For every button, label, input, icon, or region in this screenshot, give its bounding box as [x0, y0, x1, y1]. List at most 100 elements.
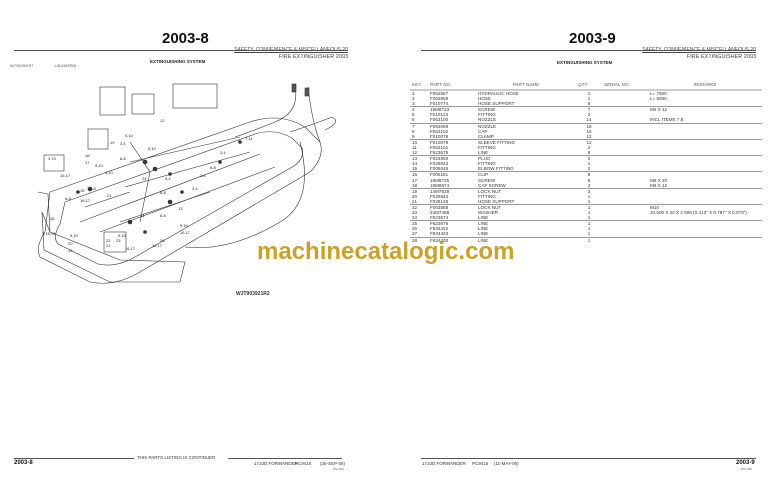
cell-remarks — [648, 166, 762, 173]
cell-qty: 2 — [587, 156, 591, 162]
svg-text:20: 20 — [68, 241, 73, 246]
cell-qty: 1 — [576, 198, 602, 205]
svg-text:16,17: 16,17 — [80, 198, 91, 203]
svg-text:9,10: 9,10 — [95, 163, 104, 168]
cell-part-no: F623676 — [430, 221, 449, 227]
cell-key: 2 — [412, 96, 415, 102]
cell-part-no: F063099 — [430, 123, 449, 129]
cell-qty: 12 — [586, 139, 592, 145]
cell-key: 16 — [412, 172, 418, 178]
cell-qty: 7 — [587, 107, 591, 113]
cell-serial-no — [602, 215, 648, 222]
svg-text:12: 12 — [160, 118, 165, 123]
cell-remarks: INCL ITEMS 7,8 — [648, 117, 762, 124]
cell-serial-no — [602, 166, 648, 173]
cell-qty: 6 — [576, 150, 602, 157]
cell-part-name: LINE — [478, 237, 489, 243]
cell-qty: 1 — [587, 161, 591, 167]
cell-part-name: LINE — [476, 150, 576, 157]
header-part-name: PART NAME — [476, 82, 576, 91]
cell-part-name: WASHER — [478, 210, 498, 216]
cell-part-no: F026843 — [430, 161, 449, 167]
cell-key: 19 — [412, 188, 418, 194]
cell-qty: 1 — [587, 210, 591, 216]
svg-text:6-8: 6-8 — [210, 165, 217, 170]
svg-text:9,10: 9,10 — [118, 233, 127, 238]
cell-remarks: L= 7500 — [650, 91, 667, 96]
table-header-row: KEY PART NO. PART NAME QTY. SERIAL NO. R… — [410, 82, 762, 91]
svg-text:13: 13 — [178, 206, 183, 211]
cell-remarks: M10 — [650, 204, 659, 210]
cell-part-no: F026126 — [428, 198, 476, 205]
footer-page-number: 2003-9 — [736, 460, 755, 466]
cell-key: 9 — [410, 133, 428, 140]
cell-key: 24 — [410, 215, 428, 222]
cell-qty: 12 — [576, 133, 602, 140]
cell-part-no: F024659 — [430, 156, 449, 162]
cell-key: 5 — [412, 112, 415, 118]
cell-qty: 2 — [587, 144, 591, 150]
cell-serial-no — [602, 150, 648, 157]
svg-text:6-8: 6-8 — [120, 156, 127, 161]
cell-qty: 1 — [587, 221, 591, 227]
svg-text:24: 24 — [142, 176, 147, 181]
svg-text:13: 13 — [68, 248, 73, 253]
svg-text:9,10: 9,10 — [70, 233, 79, 238]
svg-text:9,10: 9,10 — [180, 223, 189, 228]
cell-key: 22 — [412, 204, 418, 210]
cell-remarks — [648, 215, 762, 222]
svg-text:21: 21 — [106, 243, 111, 248]
cell-qty: 1 — [587, 237, 591, 243]
cell-part-name: HOSE SUPPORT — [476, 198, 576, 205]
figure-date-small: -UN-03APR06 — [54, 64, 77, 68]
cell-qty: 1 — [587, 226, 591, 232]
svg-text:22: 22 — [106, 238, 111, 243]
cell-qty: 1 — [576, 215, 602, 222]
cell-part-name: LINE — [478, 226, 489, 232]
cell-part-no: F063102 — [430, 128, 449, 134]
cell-part-name: FITTING — [478, 112, 496, 118]
cell-key: 4 — [412, 107, 415, 113]
cell-part-name: LINE — [476, 215, 576, 222]
right-page: 2003-9 SAFETY, CONVENIENCE & MISCELLANEO… — [384, 0, 768, 497]
left-page: 2003-8 SAFETY, CONVENIENCE & MISCELLANEO… — [10, 30, 348, 471]
subsection-title: FIRE EXTINGUISHER 2003 — [686, 54, 756, 60]
cell-key: 15 — [410, 166, 428, 173]
svg-text:15: 15 — [80, 188, 85, 193]
cell-part-name: SCREW — [478, 177, 496, 183]
header-key: KEY — [410, 82, 428, 91]
svg-text:3,18,19: 3,18,19 — [42, 231, 56, 236]
svg-text:21: 21 — [107, 193, 112, 198]
svg-text:3,4: 3,4 — [200, 173, 206, 178]
footer-catalog: PC9416 — [295, 461, 312, 466]
svg-text:3 19: 3 19 — [48, 156, 57, 161]
svg-text:16,17: 16,17 — [180, 230, 191, 235]
cell-part-no: F005046 — [428, 166, 476, 173]
cell-key: 1 — [412, 91, 415, 96]
footer-catalog: PC9416 — [472, 461, 489, 466]
cell-key: 6 — [410, 117, 428, 124]
cell-part-name: NOZZLE — [478, 123, 497, 129]
cell-part-name: PLUG — [478, 156, 491, 162]
cell-key: 14 — [412, 161, 418, 167]
cell-key: 17 — [412, 177, 418, 183]
svg-text:9,10: 9,10 — [105, 170, 114, 175]
cell-part-no: F010124 — [430, 112, 449, 118]
cell-qty: 1 — [587, 96, 591, 102]
svg-text:6-8: 6-8 — [160, 190, 167, 195]
cell-serial-no — [602, 231, 648, 238]
cell-key: 26 — [412, 226, 418, 232]
exploded-parts-diagram: 125,103,4 5,106-87-11 3,43,46-8 3,4246-8… — [37, 83, 336, 284]
header-rule — [421, 50, 756, 51]
